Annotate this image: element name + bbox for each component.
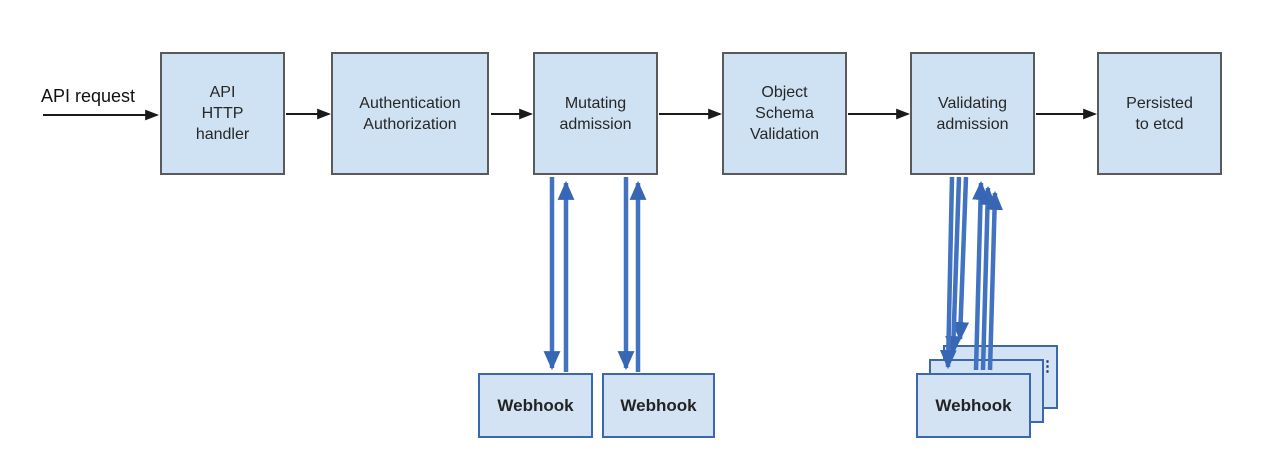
arrow-validating-to-webhook-front-down bbox=[939, 176, 957, 370]
stage-object-schema-validation: Object Schema Validation bbox=[722, 52, 847, 175]
mutating-webhook-box-1: Webhook bbox=[478, 373, 593, 438]
arrow-webhook-middle-to-validating-up bbox=[979, 185, 996, 371]
stage-validating-admission: Validating admission bbox=[910, 52, 1035, 175]
stage-api-http-handler: API HTTP handler bbox=[160, 52, 285, 175]
validating-webhook-arrows bbox=[939, 176, 1003, 371]
arrow-validating-to-webhook-back-down bbox=[952, 176, 970, 342]
stage-persisted-to-etcd: Persisted to etcd bbox=[1097, 52, 1222, 175]
webhook-stack-ellipsis: ⋮ bbox=[1040, 358, 1055, 375]
mutating-webhook-box-2: Webhook bbox=[602, 373, 715, 438]
arrow-webhook-front-to-validating-up bbox=[972, 180, 989, 371]
stage-authentication-authorization: Authentication Authorization bbox=[331, 52, 489, 175]
stage-mutating-admission: Mutating admission bbox=[533, 52, 658, 175]
mutating-webhook-arrows bbox=[543, 177, 647, 372]
arrow-webhook-back-to-validating-up bbox=[986, 190, 1003, 371]
arrow-validating-to-webhook-middle-down bbox=[945, 176, 963, 356]
validating-webhook-box-front: Webhook bbox=[916, 373, 1031, 438]
api-request-label: API request bbox=[41, 86, 136, 106]
